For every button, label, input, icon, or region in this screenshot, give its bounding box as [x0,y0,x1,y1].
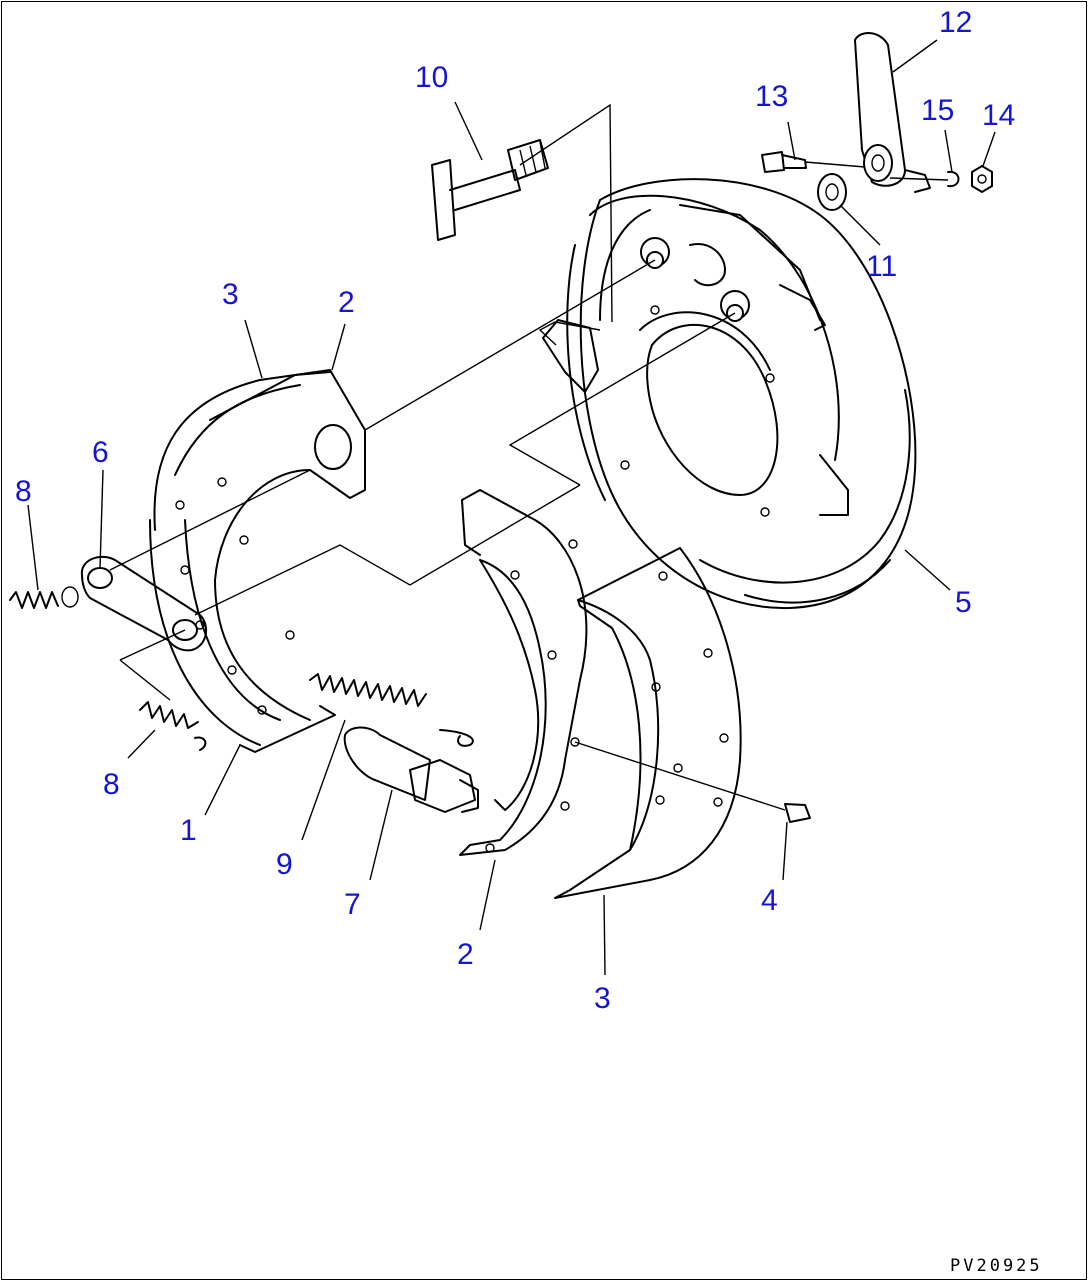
callout-12: 12 [939,6,972,39]
cam-shaft [431,139,549,241]
callout-15: 15 [921,94,954,127]
adjuster-lever [854,32,931,193]
return-spring [309,673,474,747]
link-plate [80,555,208,652]
callout-6: 6 [92,436,109,469]
washer [817,173,847,211]
spring-upper-left [9,586,79,609]
brake-shoe-upper [149,369,366,753]
brake-lining-lower [554,547,742,899]
callout-11: 11 [866,250,897,283]
callout-5: 5 [955,586,972,619]
drawing-code: PV20925 [950,1256,1043,1276]
clip [947,170,960,188]
callout-9: 9 [276,848,293,881]
brake-shoe-lower-inner [459,489,588,856]
callout-10: 10 [415,61,448,94]
callout-labels: 12 10 13 15 14 11 3 2 6 8 5 8 1 9 7 4 2 … [15,6,1015,1015]
leader-lines [27,39,996,976]
callout-4: 4 [761,884,778,917]
callout-13: 13 [755,80,788,113]
shoe-bolt [574,741,811,823]
callout-1: 1 [180,814,197,847]
callout-8-upper: 8 [15,475,32,508]
callout-7: 7 [344,888,361,921]
backing-plate [566,178,917,610]
assembly-lines [109,103,949,701]
callout-14: 14 [982,99,1015,132]
nut [971,164,993,194]
callout-2-lower: 2 [457,938,474,971]
wheel-cylinder [343,726,479,813]
callout-3-lower: 3 [594,982,611,1015]
spring-lower-left [139,701,207,751]
callout-2-upper: 2 [338,286,355,319]
callout-3-upper: 3 [222,278,239,311]
bolt [761,151,807,173]
callout-8-lower: 8 [103,768,120,801]
